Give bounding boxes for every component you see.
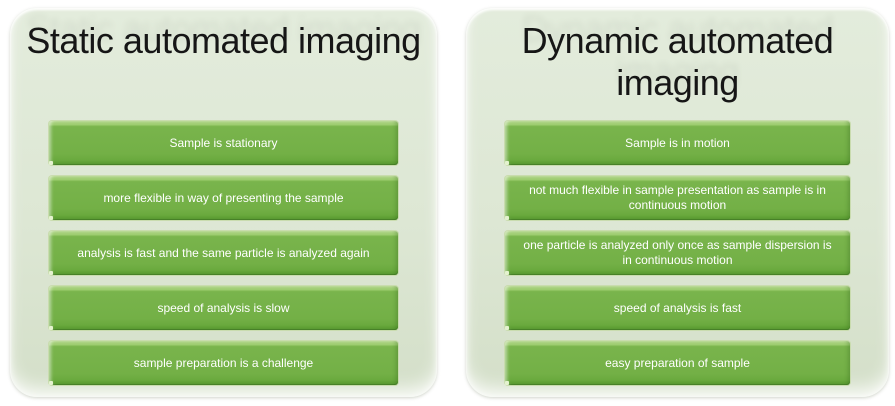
list-item: speed of analysis is fast [505, 286, 850, 330]
list-item: Sample is in motion [505, 121, 850, 165]
panel-dynamic-automated-imaging: Dynamic automated imaging Sample is in m… [466, 8, 889, 397]
item-list: Sample is in motion not much flexible in… [466, 121, 889, 385]
item-list: Sample is stationary more flexible in wa… [10, 121, 437, 385]
panel-static-automated-imaging: Static automated imaging Sample is stati… [10, 8, 437, 397]
list-item: sample preparation is a challenge [49, 341, 398, 385]
panel-title: Static automated imaging [26, 20, 421, 61]
list-item: analysis is fast and the same particle i… [49, 231, 398, 275]
list-item: one particle is analyzed only once as sa… [505, 231, 850, 275]
list-item: easy preparation of sample [505, 341, 850, 385]
list-item: speed of analysis is slow [49, 286, 398, 330]
list-item: more flexible in way of presenting the s… [49, 176, 398, 220]
list-item: Sample is stationary [49, 121, 398, 165]
panel-title: Dynamic automated imaging [521, 20, 834, 103]
list-item: not much flexible in sample presentation… [505, 176, 850, 220]
